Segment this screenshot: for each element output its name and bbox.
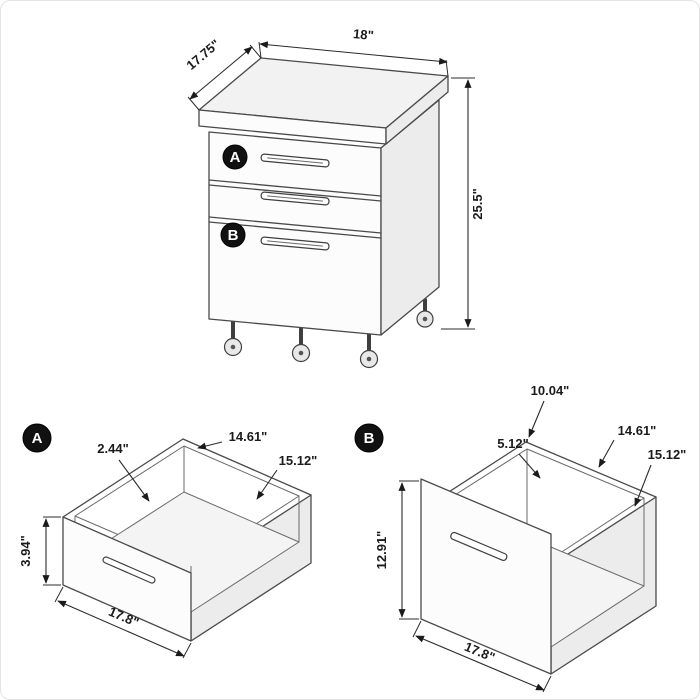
drawer-b-interior-depth-dimension: 14.61" xyxy=(598,423,657,468)
cabinet-height-dimension: 25.5" xyxy=(441,77,485,330)
cabinet-width-dimension: 18" xyxy=(258,26,449,77)
drawer-a-interior-depth-dimension: 14.61" xyxy=(197,429,268,450)
drawer-b-figure: B 10.04" 5.12" 14.61" 15.12" xyxy=(354,383,687,693)
cabinet-badge-a-label: A xyxy=(230,149,241,166)
drawer3-handle xyxy=(260,236,330,251)
drawer-a-height-label: 3.94" xyxy=(18,535,33,566)
drawer-a-height-dimension: 3.94" xyxy=(18,516,61,586)
cabinet-figure: A B 18" 17.75" 25.5" xyxy=(183,26,485,369)
drawer-a-front-thickness-dimension: 2.44" xyxy=(97,441,150,502)
caster-back-right xyxy=(416,298,434,328)
cabinet-badge-a: A xyxy=(222,144,248,170)
drawer-b-back-height-label: 10.04" xyxy=(531,383,570,398)
drawer2-handle xyxy=(260,191,330,206)
cabinet-top-edge-side xyxy=(385,75,449,145)
drawer-a-front-thickness-label: 2.44" xyxy=(97,441,128,456)
drawer-a-interior-width-dimension: 15.12" xyxy=(256,453,318,500)
caster-back-left xyxy=(291,327,311,363)
drawer-b-handle xyxy=(450,531,508,562)
drawer-b-interior-depth-label: 14.61" xyxy=(618,423,657,438)
drawer-a-badge: A xyxy=(22,423,52,453)
drawer-a-interior-depth-label: 14.61" xyxy=(229,429,268,444)
drawer-b-badge-label: B xyxy=(364,430,375,447)
drawer-b-front-panel xyxy=(420,478,552,675)
cabinet-badge-b-label: B xyxy=(228,227,239,244)
drawer-b-back-height-dimension: 10.04" xyxy=(528,383,570,438)
drawer1-handle xyxy=(260,153,330,168)
drawer-b-interior-width-dimension: 15.12" xyxy=(634,447,687,507)
cabinet-depth-label: 17.75" xyxy=(183,36,222,72)
drawer-b-interior-width-label: 15.12" xyxy=(648,447,687,462)
cabinet-height-label: 25.5" xyxy=(470,188,485,219)
drawer-a-interior-width-label: 15.12" xyxy=(279,453,318,468)
cabinet-badge-b: B xyxy=(220,222,246,248)
drawer-b-badge: B xyxy=(354,423,384,453)
drawer-b-height-label: 12.91" xyxy=(374,531,389,570)
drawer-b-height-dimension: 12.91" xyxy=(374,480,419,620)
drawer-b-inner-height-label: 5.12" xyxy=(497,436,528,451)
drawer-a-figure: A 2.44" 14.61" 15.12" xyxy=(18,423,318,659)
caster-front-left xyxy=(223,320,243,357)
caster-front-right xyxy=(359,333,379,369)
drawer-b-inner-height-dimension: 5.12" xyxy=(497,436,541,479)
cabinet-width-label: 18" xyxy=(352,26,374,43)
drawer-a-handle xyxy=(102,556,156,584)
drawer-a-badge-label: A xyxy=(32,430,43,447)
